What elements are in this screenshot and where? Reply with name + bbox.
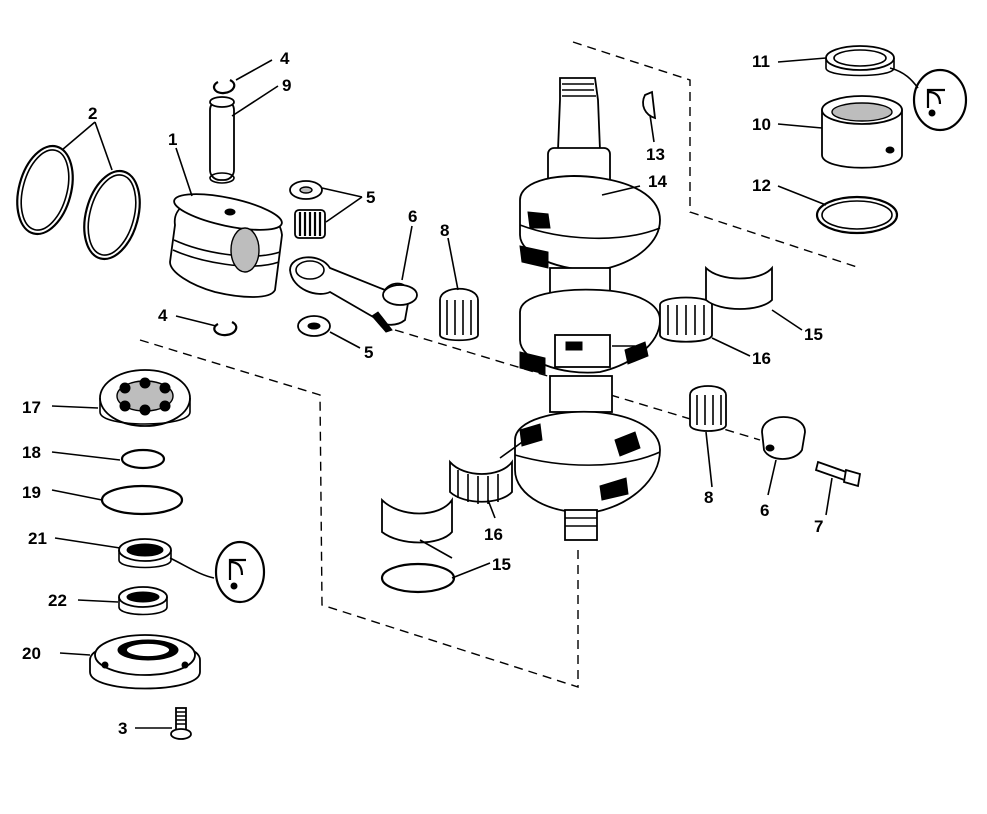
- callout-5-bottom: 5: [364, 343, 373, 362]
- seal-21: [118, 538, 172, 569]
- retaining-clip-top: [212, 79, 236, 95]
- callout-4-bottom: 4: [158, 306, 168, 325]
- callout-8-lower: 8: [704, 488, 713, 507]
- grease-lubricant-icon: [912, 68, 968, 132]
- thrust-washer-bottom: [297, 315, 331, 337]
- callout-6-cap: 6: [760, 501, 769, 520]
- bearing-half-8-lower: [689, 385, 727, 432]
- thrust-washer-top: [289, 180, 323, 200]
- callout-1: 1: [168, 130, 177, 149]
- grease-lubricant-icon: [214, 540, 266, 604]
- o-ring-19: [100, 484, 184, 516]
- callout-21: 21: [28, 529, 47, 548]
- crankshaft: [514, 77, 661, 541]
- wrist-pin: [209, 96, 235, 184]
- bearing-cage-16-upper: [659, 296, 713, 343]
- piston: [169, 193, 283, 298]
- bearing-housing-20: [89, 634, 201, 690]
- callout-11: 11: [752, 52, 770, 71]
- o-ring-12: [815, 195, 899, 235]
- callout-15-lower: 15: [492, 555, 511, 574]
- callout-13: 13: [646, 145, 665, 164]
- callout-8-upper: 8: [440, 221, 449, 240]
- callout-labels: 1 2 3 4 4 5 5 6 6 7 8 8 9 10 11 12 13 14…: [22, 49, 823, 738]
- callout-15-upper: 15: [804, 325, 823, 344]
- roller-bearing-10: [821, 95, 903, 169]
- woodruff-key: [642, 90, 657, 120]
- callout-16-lower: 16: [484, 525, 503, 544]
- seal-22: [118, 586, 168, 616]
- callout-18: 18: [22, 443, 41, 462]
- callout-5-top: 5: [366, 188, 375, 207]
- bearing-race-15-lower: [380, 497, 456, 594]
- callout-22: 22: [48, 591, 67, 610]
- callout-7: 7: [814, 517, 823, 536]
- bearing-half-8-upper: [439, 287, 479, 342]
- piston-rings: [16, 144, 141, 261]
- callout-6-rod: 6: [408, 207, 417, 226]
- callout-9: 9: [282, 76, 291, 95]
- callout-14: 14: [648, 172, 667, 191]
- callout-2: 2: [88, 104, 97, 123]
- leader-lines: [51, 57, 919, 729]
- rod-bolt: [814, 460, 862, 488]
- callout-4-top: 4: [280, 49, 290, 68]
- callout-19: 19: [22, 483, 41, 502]
- callout-3: 3: [118, 719, 127, 738]
- connecting-rod: [289, 256, 418, 333]
- screw-3: [170, 707, 192, 740]
- rod-cap: [761, 416, 806, 460]
- snap-ring-18: [120, 448, 166, 470]
- seal-ring-11: [825, 45, 895, 77]
- retaining-clip-bottom: [213, 321, 238, 337]
- ball-bearing-17: [99, 369, 191, 427]
- bearing-cage-16-lower: [449, 459, 513, 504]
- bearing-race-15-upper: [705, 265, 773, 310]
- callout-20: 20: [22, 644, 41, 663]
- callout-10: 10: [752, 115, 771, 134]
- callout-16-upper: 16: [752, 349, 771, 368]
- callout-17: 17: [22, 398, 41, 417]
- needle-bearing: [294, 209, 326, 239]
- callout-12: 12: [752, 176, 771, 195]
